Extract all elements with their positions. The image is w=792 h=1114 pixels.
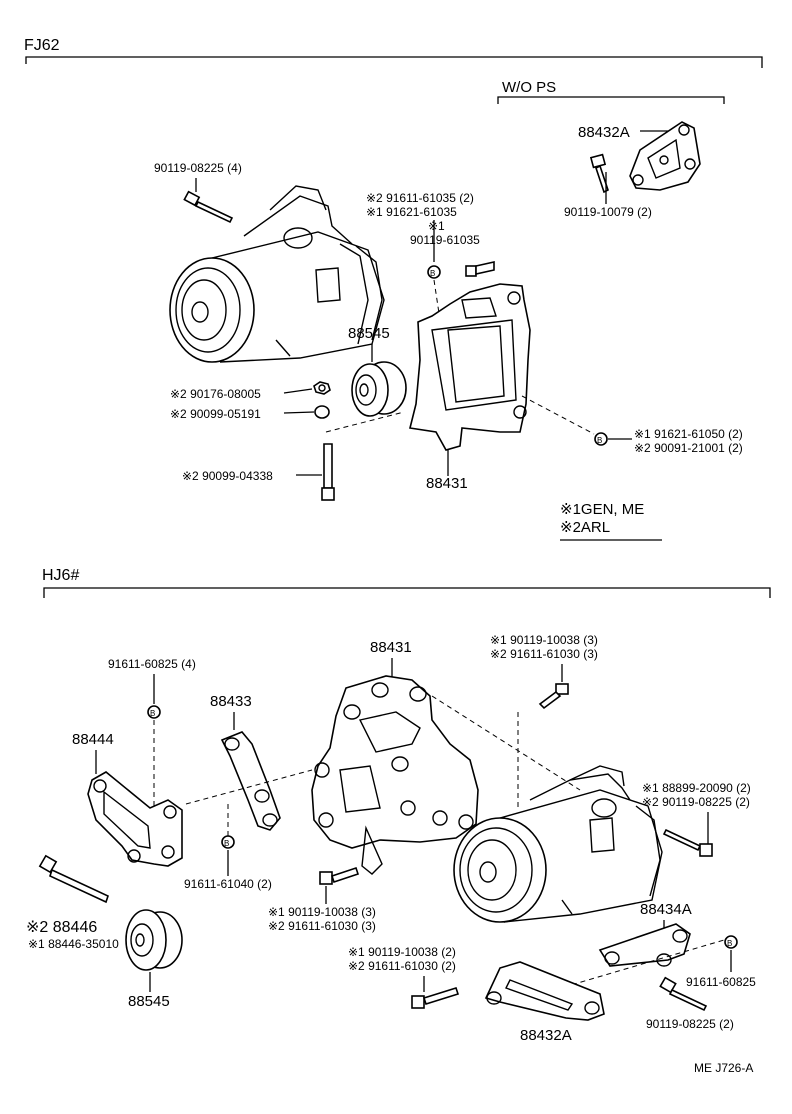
label-88446-35010: ※1 88446-35010 (28, 937, 119, 951)
label-90091-21001: ※2 90091-21001 (2) (634, 441, 743, 455)
section-title-fj62: FJ62 (24, 37, 60, 54)
b-marker-icon-2 (594, 432, 608, 446)
label-90119-10079: 90119-10079 (2) (564, 205, 652, 219)
label-91611-61030-low: ※2 91611-61030 (2) (348, 959, 456, 973)
bolt-90119-08225-top (183, 190, 234, 224)
label-88444: 88444 (72, 731, 114, 748)
diagram-code: ME J726-A (694, 1061, 753, 1075)
idler-pulley-bottom (125, 909, 183, 971)
label-90176-08005: ※2 90176-08005 (170, 387, 261, 401)
label-88899-20090: ※1 88899-20090 (2) (642, 781, 751, 795)
stay-88434A (598, 923, 691, 967)
section-bracket-line (25, 56, 763, 68)
svg-text:B: B (224, 839, 229, 848)
washer-90099-05191 (314, 405, 330, 419)
bolt-90119-08225-bottom (659, 976, 708, 1012)
svg-text:B: B (597, 436, 602, 445)
compressor-bottom (453, 765, 663, 923)
label-88431-top: 88431 (426, 475, 468, 492)
subgroup-bracket-line (497, 96, 725, 104)
label-88434A: 88434A (640, 901, 692, 918)
compressor-top (169, 185, 385, 363)
svg-text:B: B (727, 939, 732, 948)
label-88432A-top: 88432A (578, 124, 630, 141)
label-91611-60825-4: 91611-60825 (4) (108, 657, 196, 671)
label-91611-61030-mid: ※2 91611-61030 (3) (268, 919, 376, 933)
label-90099-04338: ※2 90099-04338 (182, 469, 273, 483)
b-marker-icon-3 (147, 705, 161, 719)
bracket-88432A-bottom (484, 961, 605, 1021)
label-note1-91621-61035: ※1 91621-61035 (366, 205, 457, 219)
bracket-88432A-top (629, 121, 701, 191)
label-88446: ※2 88446 (26, 919, 97, 936)
bracket-88431-top (409, 283, 531, 451)
label-88432A-bottom: 88432A (520, 1027, 572, 1044)
plate-88444 (87, 771, 183, 867)
bolt-90119-10038-mid (319, 866, 360, 885)
label-90119-08225-mid: ※2 90119-08225 (2) (642, 795, 750, 809)
svg-text:B: B (150, 709, 155, 718)
label-88433: 88433 (210, 693, 252, 710)
label-91611-61030-top: ※2 91611-61030 (3) (490, 647, 598, 661)
label-88545-bottom: 88545 (128, 993, 170, 1010)
bolt-90119-10079 (589, 153, 609, 194)
label-90099-05191: ※2 90099-05191 (170, 407, 261, 421)
label-88431-bottom: 88431 (370, 639, 412, 656)
bolt-90119-61035 (465, 261, 495, 277)
label-90119-10038-mid: ※1 90119-10038 (3) (268, 905, 376, 919)
bolt-lower-left (411, 987, 460, 1009)
section-title-hj6: HJ6# (42, 567, 79, 584)
label-91621-61050: ※1 91621-61050 (2) (634, 427, 743, 441)
label-90119-10038-low: ※1 90119-10038 (2) (348, 945, 456, 959)
bolt-right-mid (662, 828, 713, 857)
label-91611-61040: 91611-61040 (2) (184, 877, 272, 891)
label-90119-10038-top: ※1 90119-10038 (3) (490, 633, 598, 647)
bolt-88446 (38, 854, 109, 904)
label-90119-08225-bottom: 90119-08225 (2) (646, 1017, 734, 1031)
subgroup-label: W/O PS (502, 79, 556, 96)
bolt-top-right (538, 683, 569, 710)
nut-90176 (313, 381, 331, 395)
legend-line2: ※2ARL (560, 519, 610, 536)
bolt-90099-04338 (321, 443, 335, 501)
label-91611-60825-b: 91611-60825 (686, 975, 756, 989)
label-note2-91611-61035: ※2 91611-61035 (2) (366, 191, 474, 205)
section-bracket-line-bottom (43, 587, 771, 598)
bracket-88431-bottom (311, 675, 479, 875)
b-marker-icon-5 (724, 935, 738, 949)
b-marker-icon (427, 265, 441, 279)
label-note1-marker: ※1 (428, 219, 445, 233)
svg-text:B: B (430, 269, 435, 278)
legend-line1: ※1GEN, ME (560, 501, 644, 518)
b-marker-icon-4 (221, 835, 235, 849)
label-90119-08225-top: 90119-08225 (4) (154, 161, 242, 175)
label-88545-top: 88545 (348, 325, 390, 342)
link-88433 (220, 731, 281, 831)
idler-pulley-top (351, 361, 407, 417)
section-fj62: FJ62 W/O PS 88432A 90119-10079 (2) 90119… (24, 37, 763, 541)
label-90119-61035: 90119-61035 (410, 233, 480, 247)
section-hj6: HJ6# 88431 ※1 90119-10038 (3) ※2 91611-6… (26, 567, 771, 1075)
